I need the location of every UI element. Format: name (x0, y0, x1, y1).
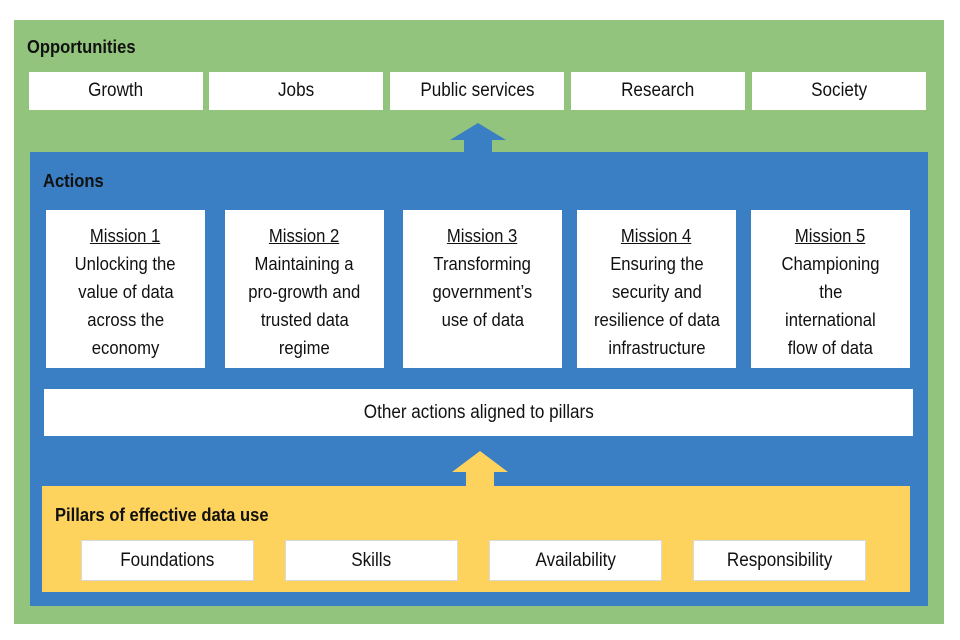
opportunity-box-public-services: Public services (390, 72, 564, 110)
mission-card-4: Mission 4 Ensuring the security and resi… (577, 210, 736, 368)
mission-title: Mission 2 (269, 225, 340, 246)
up-arrow-icon (452, 451, 508, 488)
pillar-label: Skills (351, 549, 392, 571)
pillar-box-responsibility: Responsibility (693, 540, 866, 581)
mission-text-line: government’s (432, 281, 533, 302)
opportunity-label: Jobs (277, 80, 315, 101)
opportunity-label: Society (810, 80, 868, 101)
mission-title: Mission 4 (621, 225, 692, 246)
pillars-title: Pillars of effective data use (55, 505, 269, 525)
mission-card-3: Mission 3 Transforming government’s use … (403, 210, 562, 368)
mission-title: Mission 1 (90, 225, 161, 246)
mission-text-line: trusted data (260, 309, 349, 330)
mission-text-line: resilience of data (593, 309, 720, 330)
mission-card-2: Mission 2 Maintaining a pro-growth and t… (225, 210, 384, 368)
pillar-box-skills: Skills (285, 540, 458, 581)
mission-text-line: infrastructure (607, 337, 706, 358)
pillar-box-availability: Availability (489, 540, 662, 581)
pillar-label: Availability (535, 549, 616, 571)
opportunity-label: Public services (419, 80, 535, 101)
mission-title: Mission 3 (447, 225, 518, 246)
mission-text-line: flow of data (787, 337, 874, 358)
mission-text-line: value of data (77, 281, 174, 302)
up-arrow-icon (450, 123, 506, 154)
opportunity-box-research: Research (571, 72, 745, 110)
opportunity-box-growth: Growth (29, 72, 203, 110)
opportunity-label: Growth (88, 80, 144, 101)
mission-text-line: use of data (441, 309, 524, 330)
mission-text-line: international (785, 309, 876, 330)
mission-text-line: economy (91, 337, 160, 358)
opportunity-box-jobs: Jobs (209, 72, 383, 110)
mission-title: Mission 5 (795, 225, 866, 246)
opportunity-box-society: Society (752, 72, 926, 110)
mission-text-line: across the (87, 309, 164, 330)
other-actions-label: Other actions aligned to pillars (363, 401, 594, 423)
actions-title: Actions (43, 171, 104, 191)
mission-text-line: Transforming (433, 253, 532, 274)
mission-text-line: Unlocking the (75, 253, 176, 274)
pillar-box-foundations: Foundations (81, 540, 254, 581)
mission-text-line: Ensuring the (609, 253, 704, 274)
mission-text-line: Maintaining a (254, 253, 355, 274)
pillar-label: Foundations (120, 549, 215, 571)
opportunities-title: Opportunities (27, 37, 136, 57)
mission-text-line: Championing (781, 253, 880, 274)
mission-card-1: Mission 1 Unlocking the value of data ac… (46, 210, 205, 368)
mission-text-line: the (818, 281, 843, 302)
pillar-label: Responsibility (726, 549, 833, 571)
other-actions-box: Other actions aligned to pillars (44, 389, 913, 436)
mission-text-line: security and (611, 281, 702, 302)
mission-text-line: regime (279, 337, 330, 358)
mission-card-5: Mission 5 Championing the international … (751, 210, 910, 368)
mission-text-line: pro-growth and (248, 281, 361, 302)
opportunity-label: Research (621, 80, 695, 101)
